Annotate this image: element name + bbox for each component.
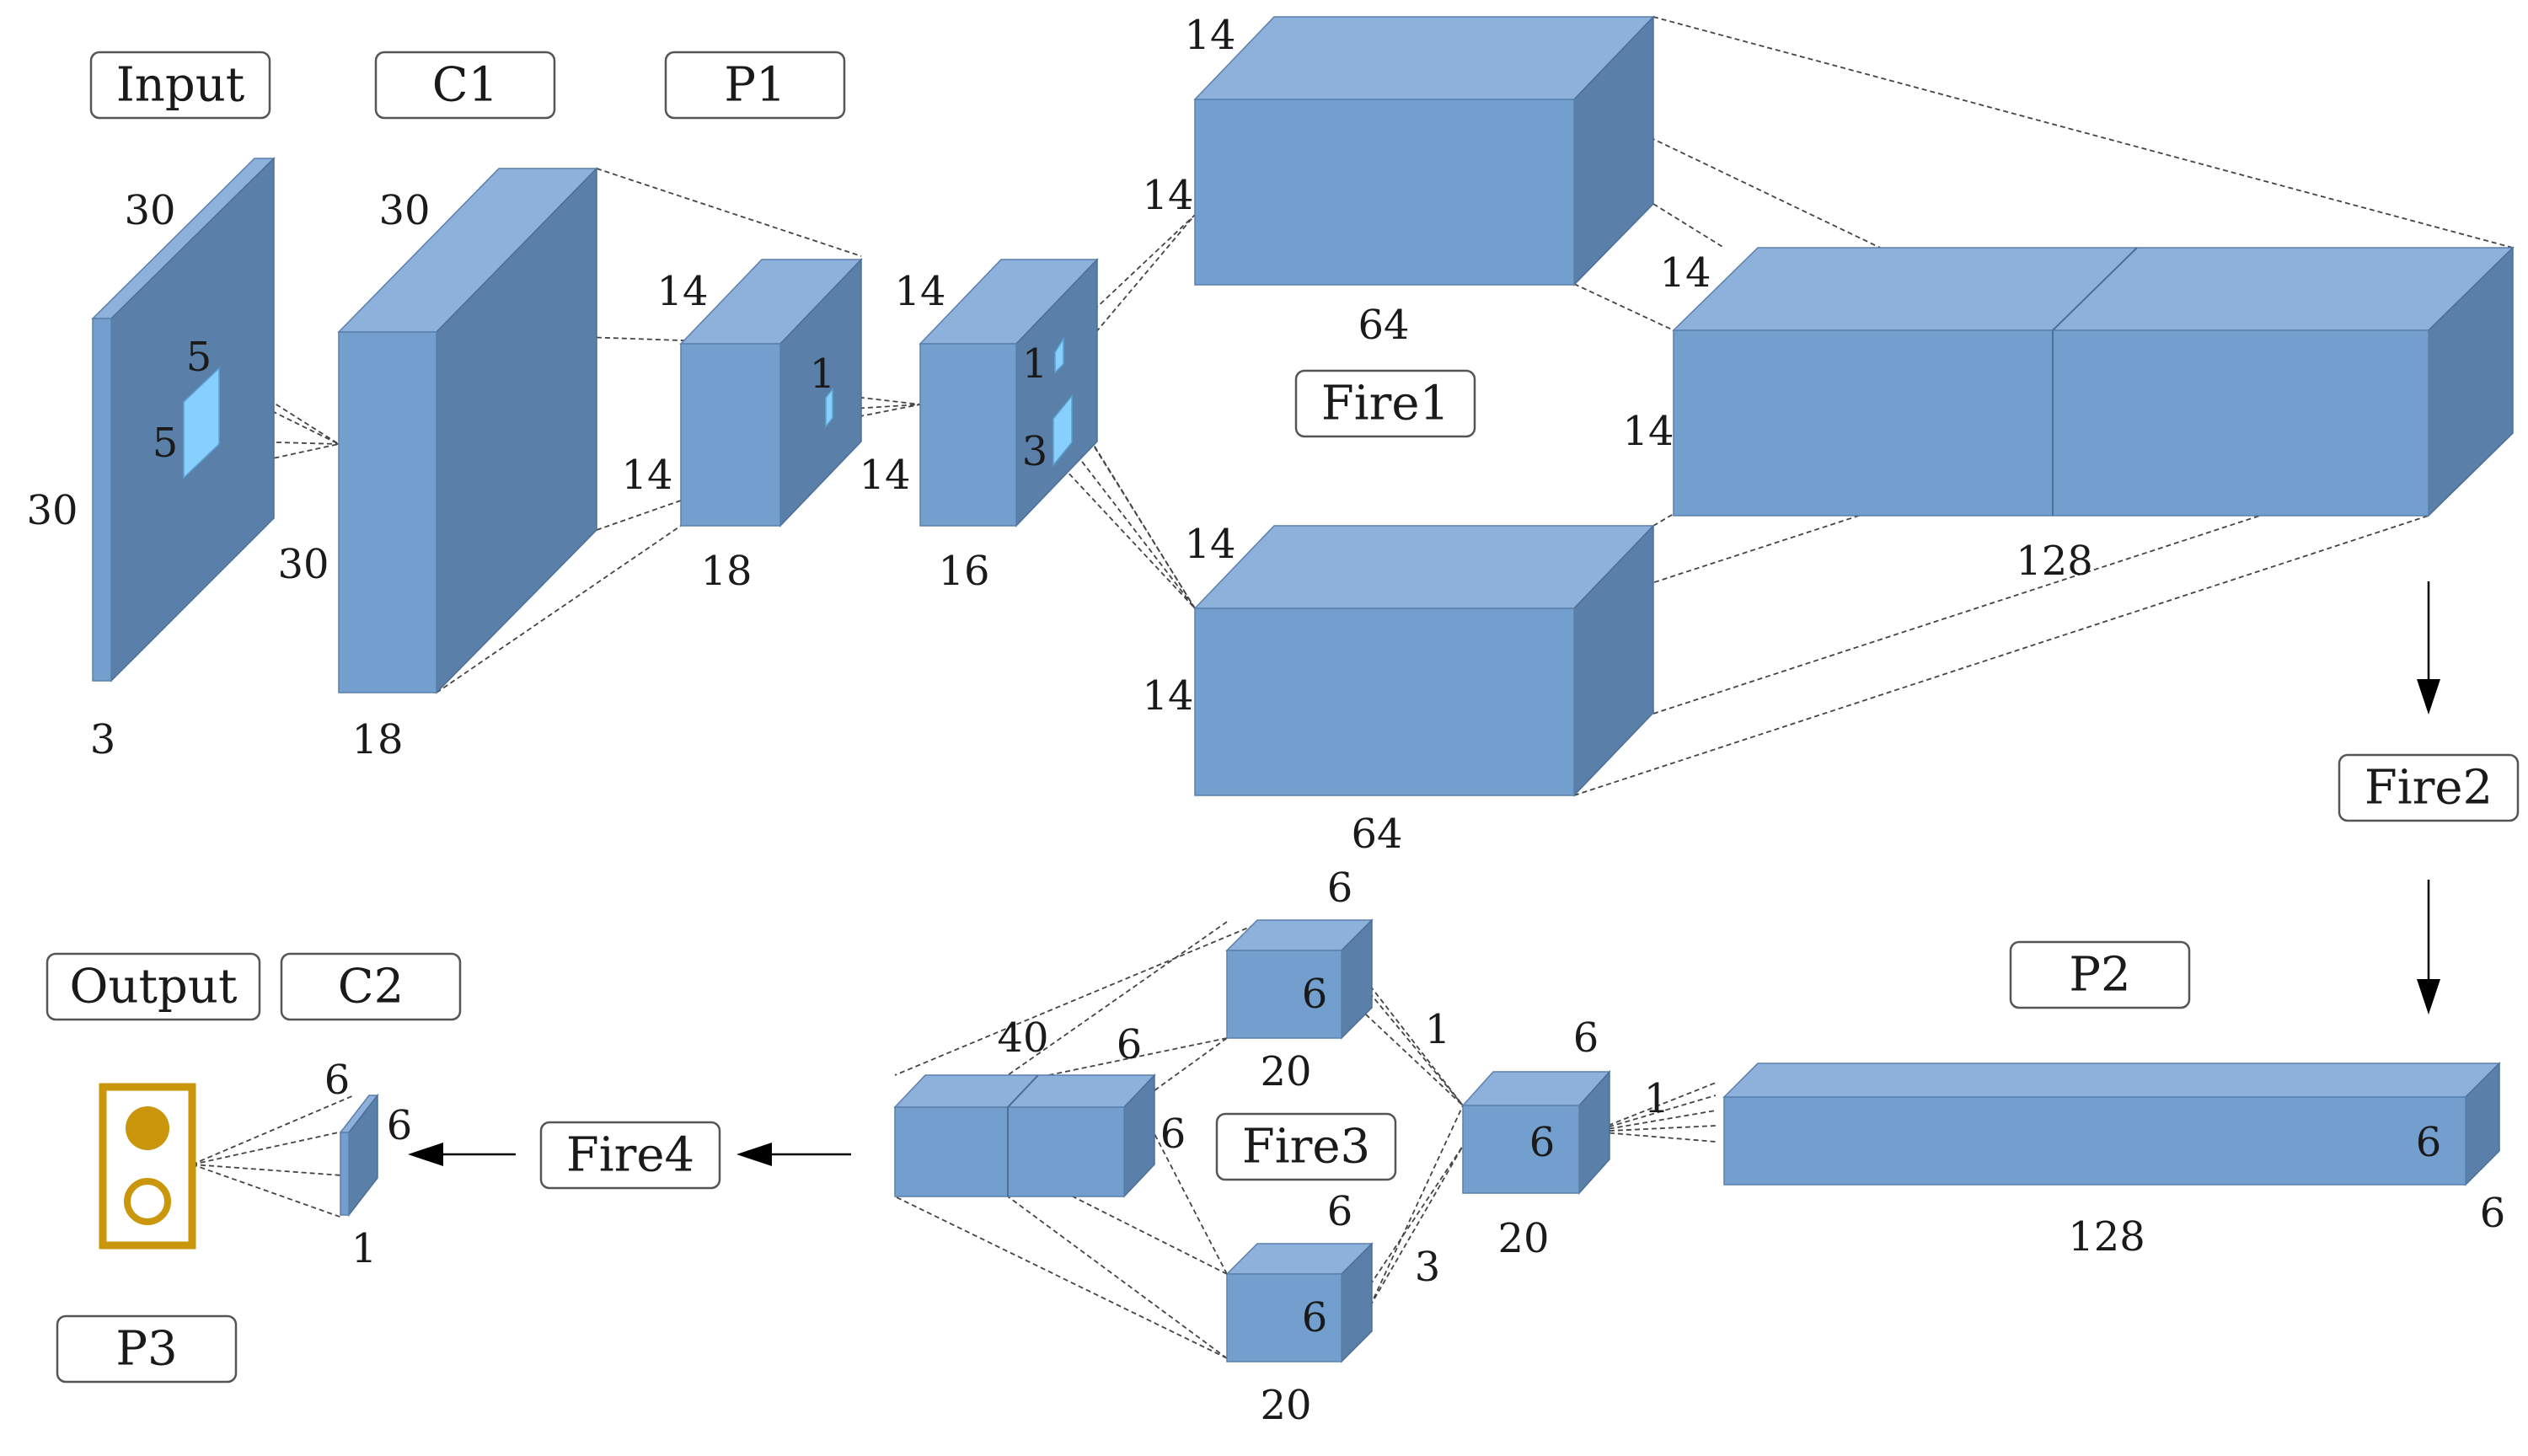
c1-block	[337, 167, 598, 694]
dim-label: 64	[1358, 302, 1409, 349]
dim-label: 3	[1415, 1244, 1441, 1291]
dim-label: 30	[277, 541, 329, 588]
box-fire1: Fire1	[1321, 377, 1449, 431]
box-output: Output	[70, 960, 238, 1014]
fire1-squeeze-block	[919, 258, 1099, 527]
dim-label: 14	[1142, 672, 1193, 720]
dim-label: 30	[378, 187, 430, 234]
dim-label: 14	[1142, 172, 1193, 219]
box-fire3: Fire3	[1242, 1120, 1370, 1175]
dim-label: 14	[1184, 521, 1235, 568]
c2-plate	[339, 1093, 379, 1218]
dim-label: 1	[1022, 340, 1048, 388]
dim-label: 14	[621, 452, 672, 499]
dim-label: 30	[124, 187, 175, 234]
dim-label: 128	[2016, 538, 2093, 585]
dim-label: 1	[351, 1225, 378, 1272]
dim-label: 20	[1260, 1382, 1311, 1429]
box-fire2: Fire2	[2365, 761, 2493, 816]
dim-label: 40	[997, 1014, 1048, 1062]
dim-label: 3	[1022, 428, 1048, 475]
box-c2: C2	[338, 960, 404, 1014]
dim-label: 64	[1351, 811, 1402, 858]
dim-label: 18	[700, 548, 752, 595]
dim-label: 14	[1659, 249, 1711, 297]
p1-block	[679, 258, 863, 527]
dim-label: 6	[1117, 1021, 1143, 1068]
dim-label: 128	[2068, 1213, 2145, 1261]
dim-label: 14	[894, 268, 945, 315]
dim-label: 3	[90, 716, 116, 763]
p2-block	[1722, 1062, 2501, 1186]
arrow-left-icon-1	[736, 1143, 772, 1166]
fire3-squeeze-block	[1461, 1070, 1611, 1195]
dim-label: 14	[1622, 408, 1674, 455]
fire1-expand1-block	[1193, 15, 1655, 286]
input-plate	[91, 157, 276, 682]
dim-label: 16	[938, 548, 989, 595]
dim-label: 6	[1327, 864, 1353, 912]
dim-label: 6	[1160, 1111, 1186, 1158]
input-kernel	[183, 367, 220, 479]
dim-label: 1	[1425, 1006, 1451, 1053]
dim-label: 14	[1184, 12, 1235, 59]
fire3-expand3-block	[1225, 1242, 1374, 1363]
dim-label: 5	[186, 334, 212, 381]
dim-label: 20	[1497, 1215, 1549, 1262]
arrows	[408, 581, 2440, 1166]
dim-label: 14	[656, 268, 708, 315]
box-p2: P2	[2069, 948, 2130, 1003]
arrow-left-icon-2	[408, 1143, 443, 1166]
dim-label: 14	[859, 452, 910, 499]
dim-label: 6	[1302, 971, 1328, 1018]
dim-label: 30	[26, 487, 78, 534]
dim-label: 6	[2480, 1190, 2506, 1237]
dim-label: 1	[1644, 1075, 1670, 1122]
box-input: Input	[116, 58, 245, 113]
dim-label: 6	[324, 1057, 351, 1104]
dim-label: 20	[1260, 1048, 1311, 1095]
dim-label: 6	[1302, 1294, 1328, 1341]
dimension-labels: 30 30 3 5 5 30 30 18 14 14 18 1 14 14 16…	[26, 12, 2505, 1429]
output-icon	[99, 1083, 196, 1250]
fire3-expand1-block	[1225, 918, 1374, 1040]
fire3-concat-block	[893, 1073, 1156, 1198]
box-fire4: Fire4	[566, 1128, 694, 1183]
box-c1: C1	[432, 58, 498, 113]
p1-kernel	[825, 387, 833, 429]
box-p3: P3	[115, 1322, 177, 1377]
dim-label: 5	[153, 420, 179, 467]
arrow-down-icon-1	[2417, 679, 2440, 715]
dim-label: 18	[351, 716, 403, 763]
dim-label: 6	[2416, 1119, 2442, 1166]
box-p1: P1	[724, 58, 785, 113]
label-boxes: Input C1 P1 Fire1 Fire2 P2 Fire3 Fire4 O…	[46, 51, 2520, 1384]
fire1-expand3-block	[1193, 524, 1655, 797]
squeeze-kernel-1	[1054, 336, 1064, 374]
dim-label: 1	[810, 351, 836, 398]
dim-label: 6	[1529, 1119, 1556, 1166]
squeeze-kernel-3	[1052, 393, 1073, 468]
dim-label: 6	[387, 1102, 413, 1149]
dim-label: 6	[1573, 1014, 1599, 1062]
arrow-down-icon-2	[2417, 979, 2440, 1014]
dim-label: 6	[1327, 1188, 1353, 1235]
fire1-concat-block	[1672, 246, 2515, 517]
